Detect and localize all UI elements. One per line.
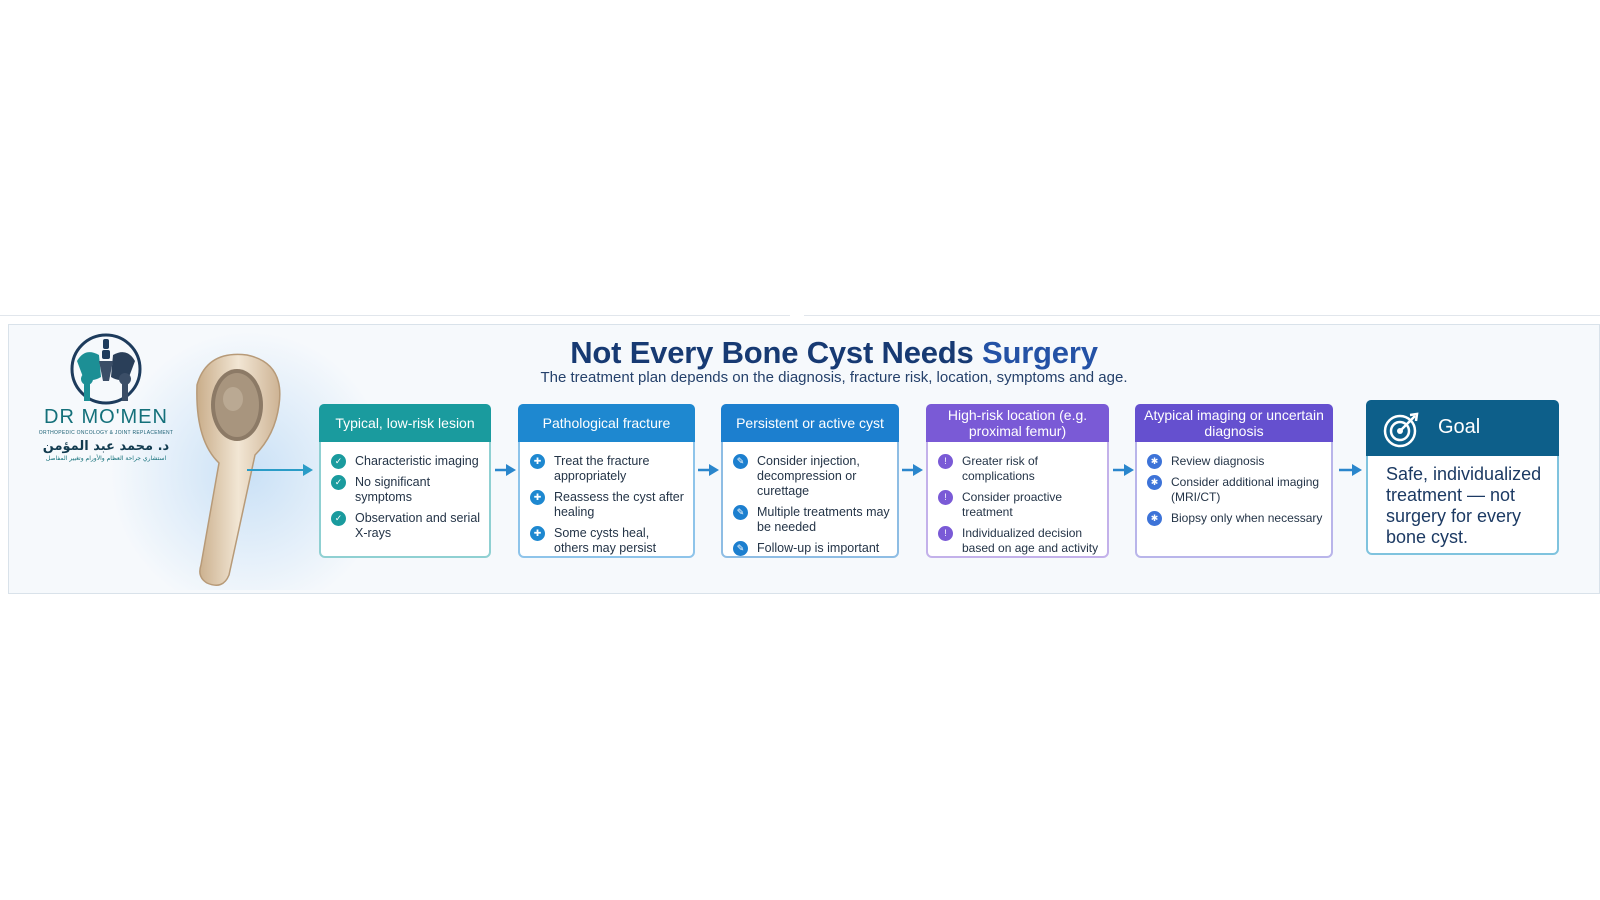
list-item: ✚ Some cysts heal, others may persist bbox=[530, 526, 687, 556]
list-item: ! Consider proactive treatment bbox=[938, 490, 1101, 520]
goal-header: Goal bbox=[1366, 400, 1559, 456]
check-icon: ✓ bbox=[331, 454, 346, 469]
list-item-text: Observation and serial X-rays bbox=[355, 511, 481, 540]
list-item-text: Consider proactive treatment bbox=[962, 490, 1063, 519]
pelvis-logo-icon bbox=[70, 333, 142, 405]
logo-arabic-subtitle: استشاري جراحة العظام والأورام وتغيير الم… bbox=[45, 455, 167, 462]
logo-arabic-name: د. محمد عبد المؤمن bbox=[42, 439, 170, 454]
syringe-icon: ✎ bbox=[733, 505, 748, 520]
list-item-text: Consider injection, decompression or cur… bbox=[757, 454, 860, 498]
list-item-text: Greater risk of complications bbox=[962, 454, 1039, 483]
logo: DR MO'MEN Orthopedic Oncology & Joint Re… bbox=[31, 333, 181, 462]
title-highlight: Surgery bbox=[981, 335, 1098, 370]
step-card-pathological-fracture: Pathological fracture ✚ Treat the fractur… bbox=[518, 404, 695, 558]
bone-illustration bbox=[196, 353, 281, 586]
arrow-icon bbox=[698, 464, 719, 476]
list-item-text: Consider additional imaging (MRI/CT) bbox=[1171, 475, 1320, 504]
list-item: ✱ Review diagnosis bbox=[1147, 454, 1325, 469]
bone-icon: ✚ bbox=[530, 490, 545, 505]
step-list: ✱ Review diagnosis ✱ Consider additional i… bbox=[1147, 454, 1325, 532]
goal-card: Goal Safe, individualized treatment — no… bbox=[1366, 400, 1559, 555]
arrow-icon bbox=[1339, 464, 1362, 476]
list-item: ✚ Reassess the cyst after healing bbox=[530, 490, 687, 520]
list-item: ✎ Follow-up is important bbox=[733, 541, 891, 556]
step-card-typical-low-risk: Typical, low-risk lesion ✓ Characteristic… bbox=[319, 404, 491, 558]
top-divider-left bbox=[0, 305, 790, 316]
step-title: Pathological fracture bbox=[518, 404, 695, 442]
list-item-text: Review diagnosis bbox=[1171, 454, 1265, 468]
step-card-atypical-imaging: Atypical imaging or uncertain diagnosis … bbox=[1135, 404, 1333, 558]
bone-icon: ✚ bbox=[530, 454, 545, 469]
list-item: ✓ Characteristic imaging bbox=[331, 454, 483, 469]
list-item: ✚ Treat the fracture appropriately bbox=[530, 454, 687, 484]
step-card-persistent-active-cyst: Persistent or active cyst ✎ Consider inje… bbox=[721, 404, 899, 558]
list-item: ✓ No significant symptoms bbox=[331, 475, 483, 505]
page-subtitle: The treatment plan depends on the diagno… bbox=[540, 369, 1128, 386]
syringe-icon: ✎ bbox=[733, 454, 748, 469]
step-list: ✚ Treat the fracture appropriately ✚ Reass… bbox=[530, 454, 687, 562]
arrow-icon bbox=[247, 464, 313, 476]
logo-tagline: Orthopedic Oncology & Joint Replacement bbox=[38, 430, 174, 436]
list-item-text: Multiple treatments may be needed bbox=[757, 505, 890, 534]
step-card-high-risk-location: High-risk location (e.g. proximal femur)… bbox=[926, 404, 1109, 558]
step-list: ✓ Characteristic imaging ✓ No significant … bbox=[331, 454, 483, 547]
goal-text: Safe, individualized treatment — not sur… bbox=[1386, 464, 1542, 547]
list-item-text: Characteristic imaging bbox=[355, 454, 479, 468]
infographic-banner: DR MO'MEN Orthopedic Oncology & Joint Re… bbox=[8, 324, 1600, 594]
step-title: Atypical imaging or uncertain diagnosis bbox=[1135, 404, 1333, 442]
step-list: ✎ Consider injection, decompression or cu… bbox=[733, 454, 891, 562]
list-item-text: Treat the fracture appropriately bbox=[554, 454, 650, 483]
list-item-text: No significant symptoms bbox=[355, 475, 431, 504]
list-item: ✱ Consider additional imaging (MRI/CT) bbox=[1147, 475, 1325, 505]
scan-icon: ✱ bbox=[1147, 454, 1162, 469]
list-item: ✱ Biopsy only when necessary bbox=[1147, 511, 1325, 526]
target-icon bbox=[1383, 412, 1419, 448]
list-item-text: Some cysts heal, others may persist bbox=[554, 526, 657, 555]
title-main: Not Every Bone Cyst Needs bbox=[570, 335, 974, 370]
step-title: Persistent or active cyst bbox=[721, 404, 899, 442]
list-item: ✎ Multiple treatments may be needed bbox=[733, 505, 891, 535]
check-icon: ✓ bbox=[331, 475, 346, 490]
page-title: Not Every Bone Cyst Needs Surgery bbox=[9, 335, 1599, 371]
step-title: High-risk location (e.g. proximal femur) bbox=[926, 404, 1109, 442]
arrow-icon bbox=[1113, 464, 1134, 476]
list-item-text: Follow-up is important bbox=[757, 541, 880, 555]
list-item: ! Individualized decision based on age an… bbox=[938, 526, 1101, 556]
arrow-icon bbox=[495, 464, 516, 476]
top-divider-right bbox=[804, 305, 1600, 316]
bone-icon: ✚ bbox=[530, 526, 545, 541]
logo-name: DR MO'MEN bbox=[44, 406, 168, 428]
scan-icon: ✱ bbox=[1147, 511, 1162, 526]
alert-icon: ! bbox=[938, 490, 953, 505]
list-item: ✓ Observation and serial X-rays bbox=[331, 511, 483, 541]
syringe-icon: ✎ bbox=[733, 541, 748, 556]
goal-title: Goal bbox=[1438, 416, 1481, 438]
alert-icon: ! bbox=[938, 526, 953, 541]
scan-icon: ✱ bbox=[1147, 475, 1162, 490]
list-item-text: Individualized decision based on age and… bbox=[962, 526, 1099, 555]
list-item: ✎ Consider injection, decompression or cu… bbox=[733, 454, 891, 499]
list-item: ! Greater risk of complications bbox=[938, 454, 1101, 484]
list-item-text: Reassess the cyst after healing bbox=[554, 490, 684, 519]
list-item-text: Biopsy only when necessary bbox=[1171, 511, 1323, 525]
arrow-icon bbox=[902, 464, 923, 476]
step-list: ! Greater risk of complications ! Consider… bbox=[938, 454, 1101, 562]
alert-icon: ! bbox=[938, 454, 953, 469]
step-title: Typical, low-risk lesion bbox=[319, 404, 491, 442]
check-icon: ✓ bbox=[331, 511, 346, 526]
